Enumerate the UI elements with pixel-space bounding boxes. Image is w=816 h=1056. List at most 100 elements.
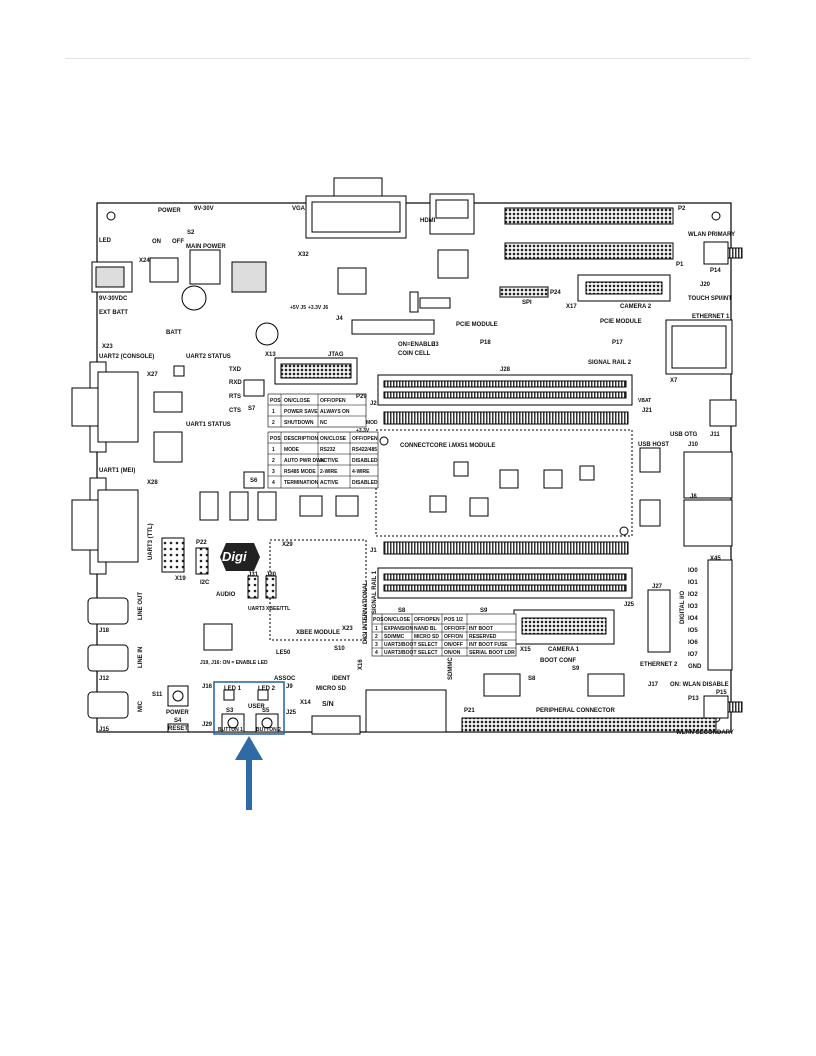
uart2-db9-connector bbox=[71, 361, 139, 453]
peripheral-label: PERIPHERAL CONNECTOR bbox=[536, 708, 615, 714]
s5-label: S5 bbox=[262, 708, 270, 714]
user-buttons-highlight bbox=[213, 681, 285, 735]
v33-label: +3.3V bbox=[356, 428, 370, 434]
x28-label: X28 bbox=[147, 480, 158, 486]
mod-label: MOD bbox=[366, 420, 378, 426]
s8-table-title: S8 bbox=[398, 608, 406, 614]
s7-table-cell: ALWAYS ON bbox=[320, 409, 350, 415]
j18-label: J18 bbox=[99, 628, 110, 634]
p21-label: P21 bbox=[464, 708, 475, 714]
x32-label: X32 bbox=[298, 252, 309, 258]
mount-hole bbox=[379, 436, 389, 446]
pcie-module-b-label: PCIE MODULE bbox=[600, 319, 642, 325]
micro-sd-slot bbox=[311, 715, 361, 735]
gnd-label: GND bbox=[688, 664, 702, 670]
s6-table-cell: 2-WIRE bbox=[320, 469, 338, 475]
wlan-secondary-label: WLAN SECONDARY bbox=[676, 730, 734, 736]
sdmmc-slot bbox=[365, 689, 447, 733]
s8-header-1: ON/CLOSE bbox=[384, 617, 411, 623]
s7-table-cell: NC bbox=[320, 420, 328, 426]
j17-label: J17 bbox=[648, 682, 659, 688]
s6-table-cell: AUTO PWR DWN bbox=[284, 458, 325, 464]
s9-cell: SERIAL BOOT LDR bbox=[469, 650, 515, 656]
s7-table-header-1: ON/CLOSE bbox=[284, 398, 311, 404]
s9-table-title: S9 bbox=[480, 608, 488, 614]
j31-label: J31 bbox=[248, 572, 259, 578]
s11-label: S11 bbox=[152, 692, 163, 698]
p1-header bbox=[504, 242, 674, 260]
p14-label: P14 bbox=[710, 268, 721, 274]
s8-cell: UART3/BOOT SELECT bbox=[384, 642, 438, 648]
x14-label: X14 bbox=[300, 700, 311, 706]
digi-logo-text: Digi bbox=[222, 549, 247, 564]
s9-cell: ON/OFF bbox=[444, 642, 463, 648]
s4-label: S4 bbox=[174, 718, 182, 724]
hdmi-connector bbox=[429, 193, 475, 235]
p13-label: P13 bbox=[688, 696, 699, 702]
x24-label: X24 bbox=[139, 258, 150, 264]
s6-table-cell: RS232 bbox=[320, 447, 336, 453]
s3-label: S3 bbox=[226, 708, 234, 714]
page-top-rule bbox=[65, 58, 750, 59]
vbat-label: VBAT bbox=[638, 398, 651, 404]
coin-cell-holder bbox=[351, 319, 435, 335]
io5-label: IO5 bbox=[688, 628, 698, 634]
uart3-xbee-label: UART3 XBEE/TTL bbox=[248, 606, 290, 612]
ethernet1-connector bbox=[665, 319, 733, 375]
s8-cell: UART3/BOOT SELECT bbox=[384, 650, 438, 656]
s6-table-cell: DISABLED bbox=[352, 480, 378, 486]
s7-table-cell: 1 bbox=[272, 409, 275, 415]
s9-cell: INT BOOT FUSE bbox=[469, 642, 508, 648]
misc-components bbox=[149, 249, 661, 697]
uart1-label: UART1 (MEI) bbox=[99, 468, 135, 474]
s7-table-header-2: OFF/OPEN bbox=[320, 398, 346, 404]
io4-label: IO4 bbox=[688, 616, 698, 622]
wlan-secondary-antenna bbox=[703, 695, 743, 719]
user-buttons bbox=[221, 689, 279, 733]
mount-hole bbox=[711, 211, 721, 221]
spi-header bbox=[499, 286, 549, 298]
signal-rail-1-label: SIGNAL RAIL 1 bbox=[372, 570, 378, 614]
ethernet2-connector bbox=[647, 589, 671, 653]
j2-label: J2 bbox=[370, 401, 377, 407]
p1-label: P1 bbox=[676, 262, 684, 268]
j11-label: J11 bbox=[710, 432, 720, 438]
led-enable-label: J19, J16: ON = ENABLE LED bbox=[200, 660, 268, 666]
spi-label: SPI bbox=[522, 300, 532, 306]
module-bottom-connector bbox=[383, 541, 629, 555]
usb-otg-label: USB OTG bbox=[670, 432, 698, 438]
j9-label: J9 bbox=[286, 684, 293, 690]
xbee-module-label: XBEE MODULE bbox=[296, 630, 340, 636]
s6-table-header-1: DESCRIPTION bbox=[284, 436, 319, 442]
j16-label: J16 bbox=[202, 684, 213, 690]
rxd-label: RXD bbox=[229, 380, 242, 386]
s6-table-cell: ACTIVE bbox=[320, 458, 339, 464]
touch-spi-label: TOUCH SPI/INT bbox=[688, 296, 732, 302]
camera1-label: CAMERA 1 bbox=[548, 647, 580, 653]
micro-sd-label: MICRO SD bbox=[316, 686, 347, 692]
s8-cell: SD/MMC bbox=[384, 634, 405, 640]
digital-io-terminal bbox=[707, 559, 733, 671]
io1-label: IO1 bbox=[688, 580, 698, 586]
s6-table-cell: MODE bbox=[284, 447, 300, 453]
io6-label: IO6 bbox=[688, 640, 698, 646]
x45-label: X45 bbox=[710, 556, 721, 562]
s6-table-cell: TERMINATION bbox=[284, 480, 319, 486]
x13-label: X13 bbox=[265, 352, 276, 358]
j27-label: J27 bbox=[652, 584, 663, 590]
reset-power-buttons bbox=[167, 685, 189, 733]
peripheral-connector bbox=[461, 717, 717, 733]
module-name-label: CONNECTCORE i.MX51 MODULE bbox=[400, 443, 495, 449]
io0-label: IO0 bbox=[688, 568, 698, 574]
digi-logo bbox=[220, 543, 260, 571]
imx51-module-area bbox=[375, 429, 633, 537]
p17-label: P17 bbox=[612, 340, 623, 346]
x27-label: X27 bbox=[147, 372, 158, 378]
boot-conf-label: BOOT CONF bbox=[540, 658, 576, 664]
txd-label: TXD bbox=[229, 367, 242, 373]
cts-label: CTS bbox=[229, 408, 241, 414]
x7-label: X7 bbox=[670, 378, 678, 384]
button2-label: BUTTON 2 bbox=[256, 727, 281, 733]
j12-label: J12 bbox=[99, 676, 110, 682]
